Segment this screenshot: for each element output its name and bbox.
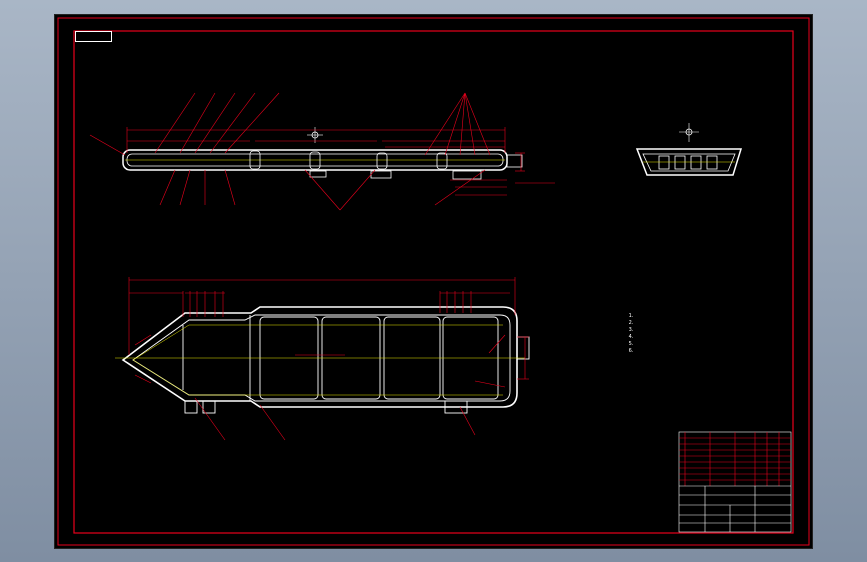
note-item <box>635 327 651 334</box>
drawing-sheet <box>54 14 813 549</box>
note-item <box>635 313 651 320</box>
side-view <box>89 92 555 211</box>
technical-requirements <box>627 313 651 355</box>
frame-tag <box>75 31 112 42</box>
note-item <box>635 348 651 355</box>
outer-frame <box>57 17 810 546</box>
cad-drawing <box>57 17 810 546</box>
end-view <box>635 123 743 176</box>
top-view <box>115 277 530 441</box>
inner-frame <box>73 30 794 534</box>
note-item <box>635 320 651 327</box>
note-item <box>635 341 651 348</box>
title-block <box>678 431 792 533</box>
note-item <box>635 334 651 341</box>
